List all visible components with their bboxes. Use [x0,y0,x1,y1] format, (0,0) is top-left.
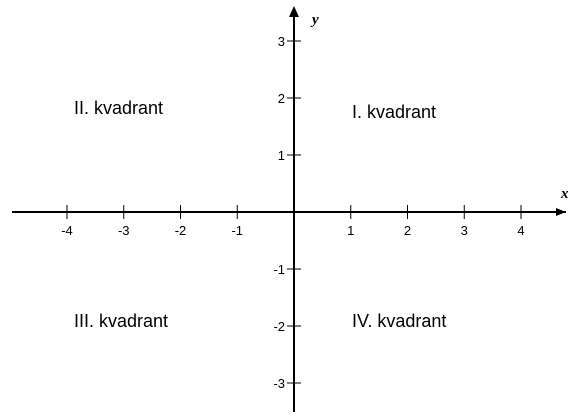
x-tick-label: -4 [61,223,73,238]
quadrant-label-2: II. kvadrant [74,98,163,118]
y-tick-label: 1 [278,148,285,163]
y-tick-label: -1 [273,262,285,277]
x-tick-label: -1 [231,223,243,238]
y-tick-label: -2 [273,319,285,334]
x-tick-label: -2 [175,223,187,238]
x-axis-label: x [560,186,569,202]
y-tick-label: 3 [278,34,285,49]
x-tick-label: 2 [404,223,411,238]
quadrant-label-3: III. kvadrant [74,311,168,331]
tick-group: -4 -3 -2 -1 1 2 3 4 3 2 1 -1 -2 -3 [61,34,524,391]
y-axis-arrow [289,6,299,17]
x-tick-label: 1 [347,223,354,238]
x-tick-label: -3 [118,223,130,238]
x-tick-label: 3 [461,223,468,238]
y-axis-label: y [310,12,319,28]
y-tick-label: 2 [278,91,285,106]
y-tick-label: -3 [273,376,285,391]
quadrant-label-4: IV. kvadrant [352,311,446,331]
x-axis-arrow [556,208,566,216]
x-tick-label: 4 [517,223,524,238]
quadrant-label-1: I. kvadrant [352,102,436,122]
